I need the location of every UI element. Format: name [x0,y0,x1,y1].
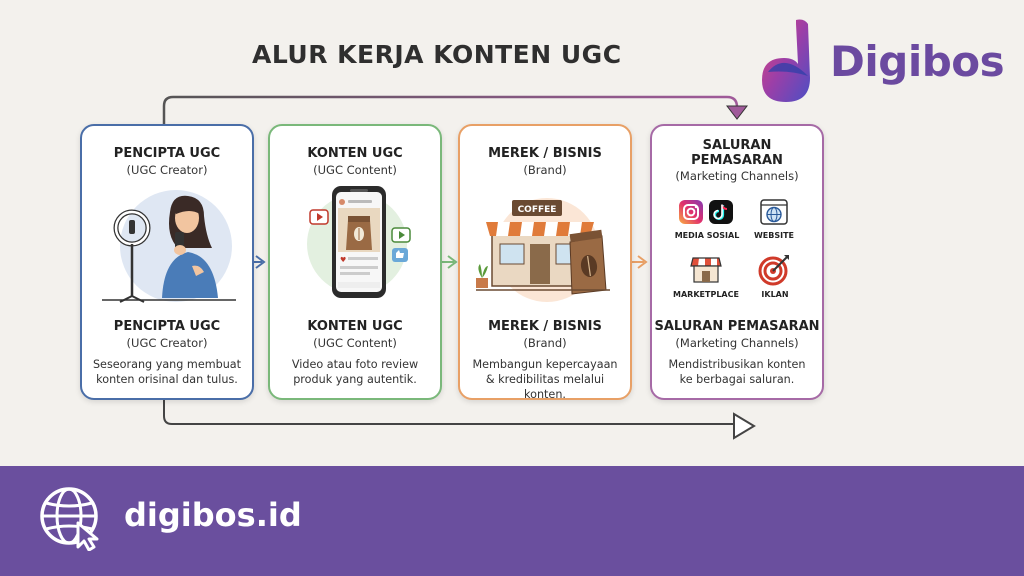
globe-cursor-icon [40,487,99,551]
card-brand: MEREK / BISNIS (Brand) COFFEE MEREK / BI… [458,124,632,401]
card-description-line: konten orisinal dan tulus. [96,373,238,386]
card-ugc-content: KONTEN UGC (UGC Content) ♥ KONTEN UGC (U… [268,124,442,400]
card-heading-bottom: MEREK / BISNIS [488,319,602,334]
card-heading: PEMASARAN [691,153,783,168]
channel-label: MARKETPLACE [673,290,739,299]
svg-text:♥: ♥ [340,256,346,264]
card-description-line: Seseorang yang membuat [92,358,242,371]
shop-sign-text: COFFEE [518,205,557,215]
digibos-logo-icon [762,19,810,102]
card-heading: SALURAN [702,138,772,153]
channel-label: MEDIA SOSIAL [674,231,740,240]
marketplace-store-icon [690,257,722,283]
card-subheading: (UGC Content) [313,163,397,177]
card-heading: MEREK / BISNIS [488,146,602,161]
brand-logo: Digibos [758,18,1005,104]
channel-label: IKLAN [761,290,789,299]
website-globe-icon [760,199,788,225]
smartphone-post-illustration: ♥ [307,186,411,298]
coffee-shop-illustration: COFFEE [476,198,610,302]
top-arrow-head [725,105,749,120]
card-description-line: produk yang autentik. [293,373,417,386]
card-description-line: Video atau foto review [291,358,419,371]
card-subheading-bottom: (Brand) [523,336,567,350]
creator-ring-light-illustration [102,190,236,303]
footer-banner: digibos.id [0,466,1024,576]
card-description-line: Membangun kepercayaan [472,358,618,371]
card-subheading: (UGC Creator) [126,163,208,177]
card-marketing-channels: SALURAN PEMASARAN (Marketing Channels) M… [650,124,824,400]
card-subheading-bottom: (UGC Content) [313,336,397,350]
target-ad-icon [758,255,789,286]
card-heading-bottom: KONTEN UGC [307,319,403,334]
card-heading: PENCIPTA UGC [113,146,221,161]
card-heading: KONTEN UGC [307,146,403,161]
card-subheading-bottom: (Marketing Channels) [675,336,799,350]
card-ugc-creator: PENCIPTA UGC (UGC Creator) PENCIPTA UGC … [80,124,254,400]
card-subheading-bottom: (UGC Creator) [126,336,208,350]
card-description-line: & kredibilitas melalui konten. [485,373,605,401]
footer-site-link[interactable]: digibos.id [124,496,302,534]
brand-name: Digibos [830,36,1005,86]
arrow-2-3 [440,255,458,269]
arrow-3-4 [630,255,648,269]
page-title: ALUR KERJA KONTEN UGC [252,40,622,69]
card-description-line: Mendistribusikan konten [668,358,806,371]
channel-label: WEBSITE [753,231,795,240]
card-heading-bottom: SALURAN PEMASARAN [654,319,820,334]
card-heading-bottom: PENCIPTA UGC [113,319,221,334]
bottom-arrow-head [733,412,756,440]
card-subheading: (Marketing Channels) [675,169,799,183]
card-subheading: (Brand) [523,163,567,177]
card-description-line: ke berbagai saluran. [679,373,795,386]
instagram-tiktok-icon [679,200,733,224]
